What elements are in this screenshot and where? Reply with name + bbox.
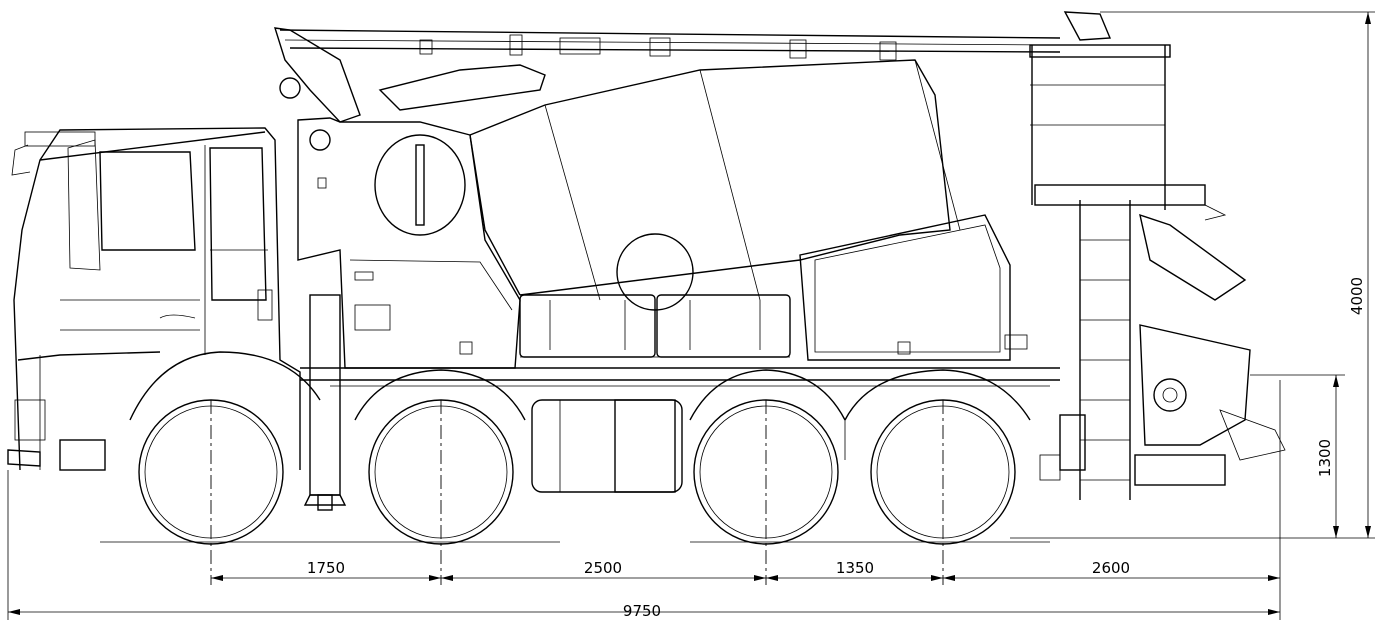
hopper — [1039, 324, 1286, 486]
side-boxes — [519, 294, 791, 358]
wheel-axle-3 — [693, 399, 839, 545]
dim-rear-overhang: 2600 — [1092, 559, 1130, 577]
rear-cabinet — [799, 214, 1028, 361]
wheels — [138, 399, 1016, 545]
wheel-axle-1 — [138, 399, 284, 545]
dim-overall-length: 9750 — [623, 602, 661, 620]
rear-platform — [1029, 44, 1247, 500]
dim-axle-1-to-2: 1750 — [307, 559, 345, 577]
dimension-overall-height — [1100, 11, 1375, 539]
dimension-overall-length — [7, 470, 1281, 620]
fuel-tank — [531, 399, 683, 493]
dimension-axles — [211, 380, 1281, 585]
dim-axle-3-to-4: 1350 — [836, 559, 874, 577]
dim-overall-height: 4000 — [1348, 277, 1366, 315]
ground-line — [100, 537, 1345, 543]
axle-centerlines — [210, 400, 944, 585]
dim-hopper-height: 1300 — [1316, 439, 1334, 477]
dim-axle-2-to-3: 2500 — [584, 559, 622, 577]
dimension-hopper-height — [1250, 374, 1345, 538]
cab — [7, 127, 301, 471]
boom — [274, 11, 1112, 123]
wheel-axle-2 — [368, 399, 514, 545]
front-housing — [297, 117, 521, 369]
chassis — [300, 294, 1060, 511]
mixer-drum — [374, 59, 961, 311]
fenders — [129, 351, 1031, 460]
wheel-axle-4 — [870, 399, 1016, 545]
